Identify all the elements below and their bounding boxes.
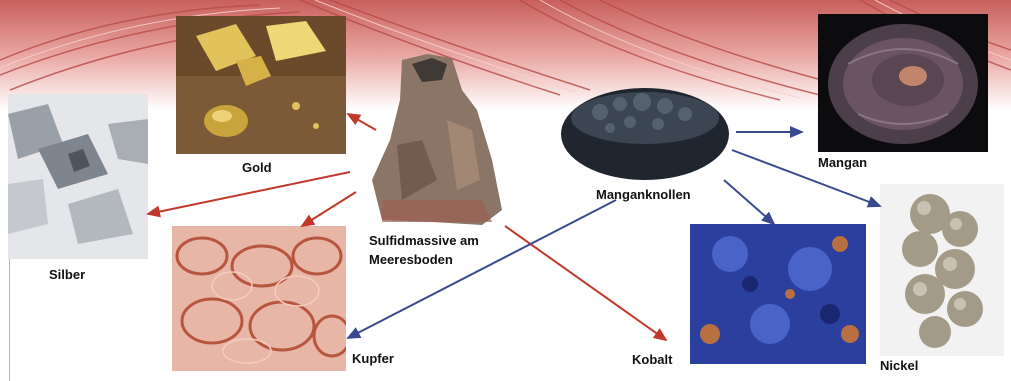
arrow-mangan-to-kobalt	[724, 180, 774, 224]
nickel-label: Nickel	[880, 358, 918, 374]
kupfer-image	[172, 226, 346, 371]
sulfidmassive-label-line1: Sulfidmassive am	[369, 233, 479, 249]
kobalt-label: Kobalt	[632, 352, 672, 368]
arrow-sulfid-to-kobalt	[505, 226, 666, 340]
manganknollen-image	[560, 82, 730, 182]
nickel-image	[880, 184, 1004, 356]
mangan-label: Mangan	[818, 155, 867, 171]
arrow-sulfid-to-silber	[148, 172, 350, 214]
kupfer-label: Kupfer	[352, 351, 394, 367]
gold-image	[176, 16, 346, 154]
silber-label: Silber	[49, 267, 85, 283]
kobalt-image	[690, 224, 866, 364]
arrow-sulfid-to-kupfer	[302, 192, 356, 226]
silber-image	[8, 94, 148, 259]
manganknollen-label: Manganknollen	[596, 187, 691, 203]
mangan-image	[818, 14, 988, 152]
sulfidmassive-image	[362, 50, 508, 230]
gold-label: Gold	[242, 160, 272, 176]
sulfidmassive-label-line2: Meeresboden	[369, 252, 453, 268]
